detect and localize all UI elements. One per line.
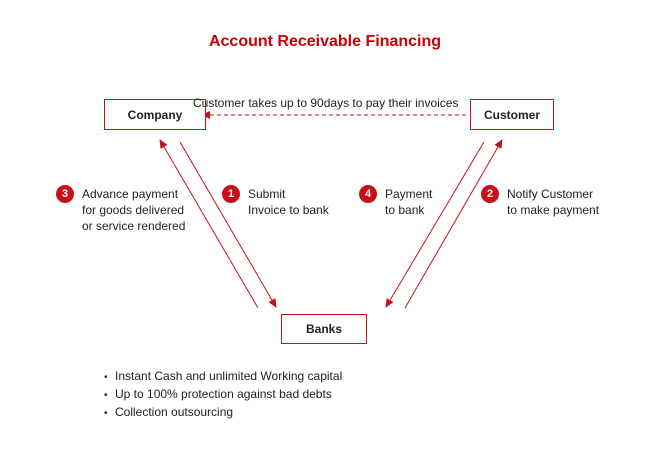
step-2-line-2: to make payment [507,203,600,217]
step-3-line-3: or service rendered [82,219,186,233]
node-company: Company [104,99,206,130]
step-2: 2 Notify Customer to make payment [481,185,599,218]
step-text-4: Payment to bank [385,186,432,218]
step-badge-4: 4 [359,185,377,203]
arrow-banks-to-company [159,139,259,309]
node-banks: Banks [281,314,367,344]
step-badge-2: 2 [481,185,499,203]
dashed-edge-label: Customer takes up to 90days to pay their… [193,96,459,110]
step-1-line-1: Submit [248,187,286,201]
step-3: 3 Advance payment for goods delivered or… [56,185,185,234]
arrow-company-to-banks [179,141,277,308]
benefit-item: Up to 100% protection against bad debts [104,386,342,404]
step-text-1: Submit Invoice to bank [248,186,329,218]
benefits-list: Instant Cash and unlimited Working capit… [104,368,342,422]
step-text-2: Notify Customer to make payment [507,186,599,218]
step-1-line-2: Invoice to bank [248,203,329,217]
node-customer: Customer [470,99,554,130]
step-text-3: Advance payment for goods delivered or s… [82,186,185,234]
step-3-line-1: Advance payment [82,187,179,201]
step-4: 4 Payment to bank [359,185,432,218]
step-badge-3: 3 [56,185,74,203]
step-badge-1: 1 [222,185,240,203]
arrow-banks-to-customer [404,139,503,309]
diagram-title: Account Receivable Financing [208,33,442,50]
step-2-line-1: Notify Customer [507,187,594,201]
benefit-item: Collection outsourcing [104,404,342,422]
step-4-line-2: to bank [385,203,425,217]
step-1: 1 Submit Invoice to bank [222,185,329,218]
step-4-line-1: Payment [385,187,433,201]
benefit-item: Instant Cash and unlimited Working capit… [104,368,342,386]
step-3-line-2: for goods delivered [82,203,185,217]
arrow-customer-to-banks [385,141,485,308]
